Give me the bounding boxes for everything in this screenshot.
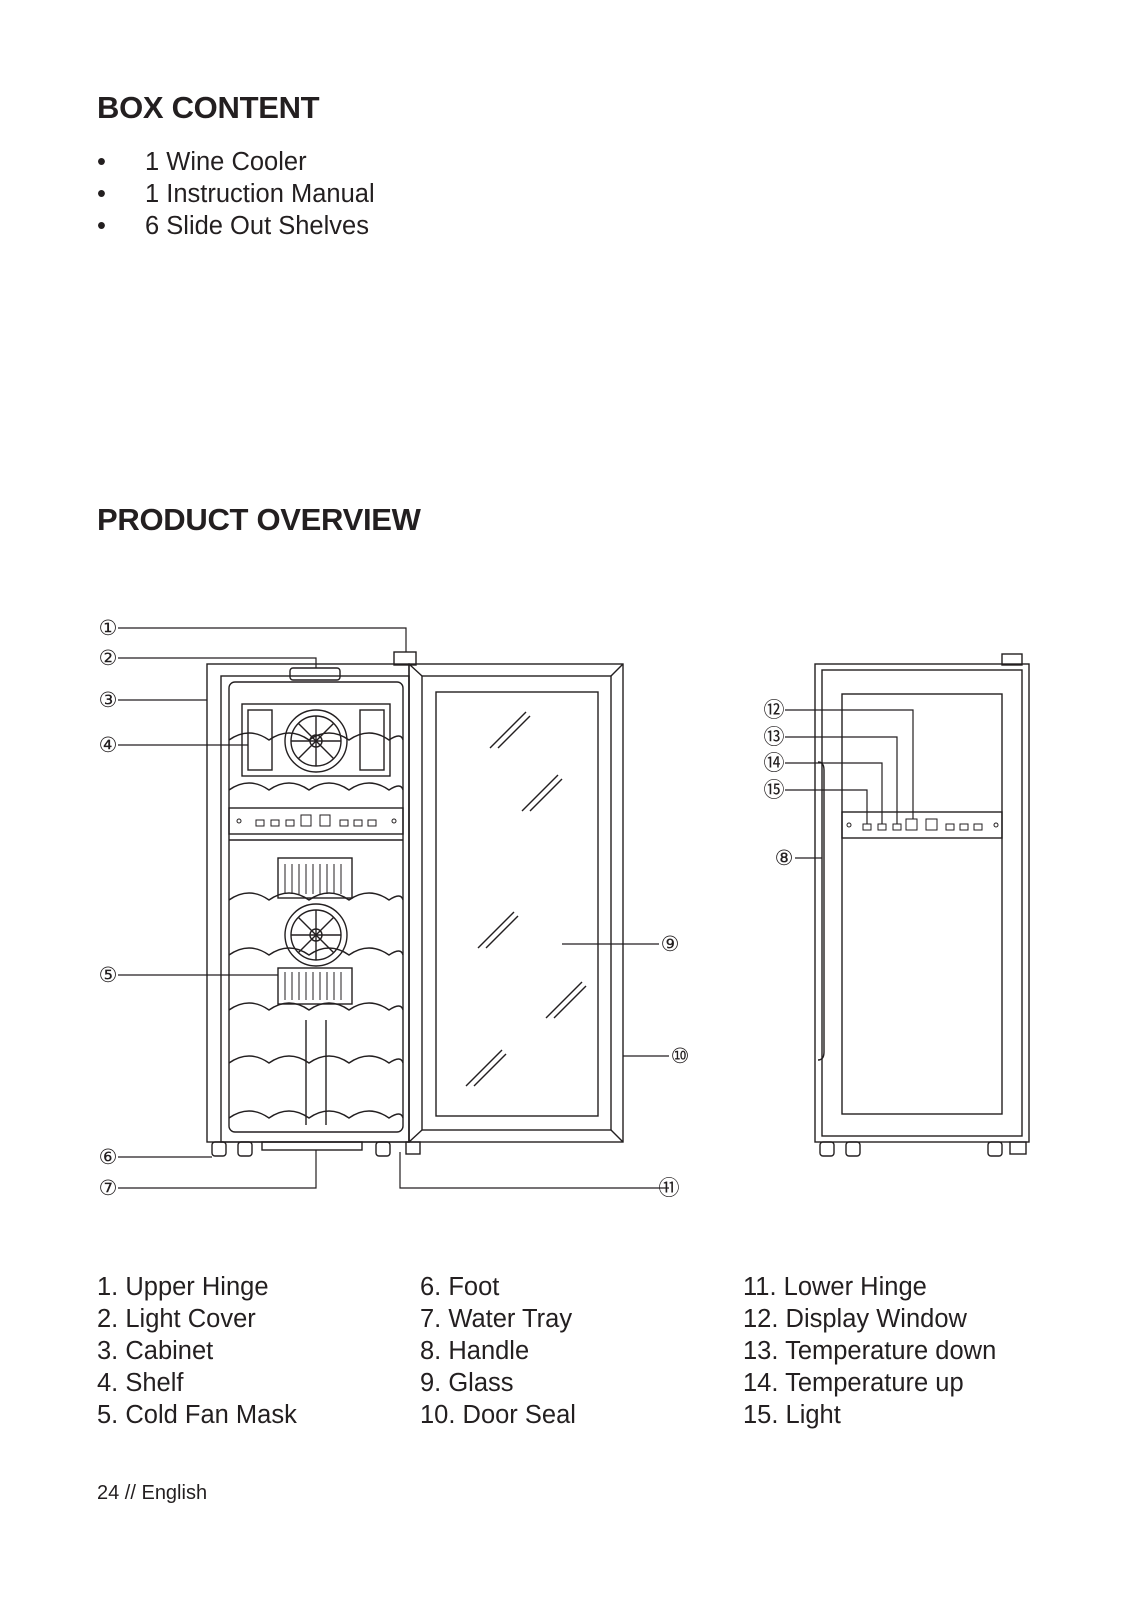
list-item: 1. Upper Hinge [97,1273,269,1301]
callout-12: ⑫ [764,698,785,722]
product-overview-heading: PRODUCT OVERVIEW [97,502,421,537]
list-item: •1 Instruction Manual [97,180,375,208]
callout-10: ⑩ [671,1044,690,1068]
parts-list-column-1: 1. Upper Hinge 2. Light Cover 3. Cabinet… [97,1271,297,1431]
list-item: 11. Lower Hinge [743,1273,927,1301]
box-content-list: •1 Wine Cooler •1 Instruction Manual •6 … [97,146,375,242]
list-item: 9. Glass [420,1369,514,1397]
list-item: •6 Slide Out Shelves [97,212,369,240]
page-footer: 24 // English [97,1482,208,1504]
callout-2: ② [99,646,118,670]
list-item: 4. Shelf [97,1369,184,1397]
callout-5: ⑤ [99,963,118,987]
list-item: 13. Temperature down [743,1337,997,1365]
leader-lines [118,627,914,1189]
callout-4: ④ [99,733,118,757]
list-item: 8. Handle [420,1337,530,1365]
callout-6: ⑥ [99,1145,118,1169]
box-content-heading: BOX CONTENT [97,90,320,125]
open-door [408,663,624,1143]
parts-list-column-3: 11. Lower Hinge 12. Display Window 13. T… [743,1271,996,1431]
list-item: 7. Water Tray [420,1305,573,1333]
bullet-icon: • [97,180,106,208]
cabinet-open-view [206,651,421,1157]
list-item: 14. Temperature up [743,1369,964,1397]
callout-3: ③ [99,688,118,712]
list-item: 3. Cabinet [97,1337,214,1365]
bullet-icon: • [97,148,106,176]
callout-11: ⑪ [659,1176,680,1200]
list-item: 2. Light Cover [97,1305,256,1333]
callout-15: ⑮ [764,778,785,802]
list-item: •1 Wine Cooler [97,148,307,176]
list-item: 15. Light [743,1401,841,1429]
callout-14: ⑭ [764,751,785,775]
cabinet-front-view [814,653,1030,1157]
callout-8: ⑧ [775,846,794,870]
callout-7: ⑦ [99,1176,118,1200]
parts-list-column-2: 6. Foot 7. Water Tray 8. Handle 9. Glass… [420,1271,576,1431]
list-item: 6. Foot [420,1273,500,1301]
list-item: 10. Door Seal [420,1401,576,1429]
callout-13: ⑬ [764,725,785,749]
list-item: 12. Display Window [743,1305,967,1333]
callout-1: ① [99,616,118,640]
list-item: 5. Cold Fan Mask [97,1401,297,1429]
callout-9: ⑨ [661,932,680,956]
bullet-icon: • [97,212,106,240]
